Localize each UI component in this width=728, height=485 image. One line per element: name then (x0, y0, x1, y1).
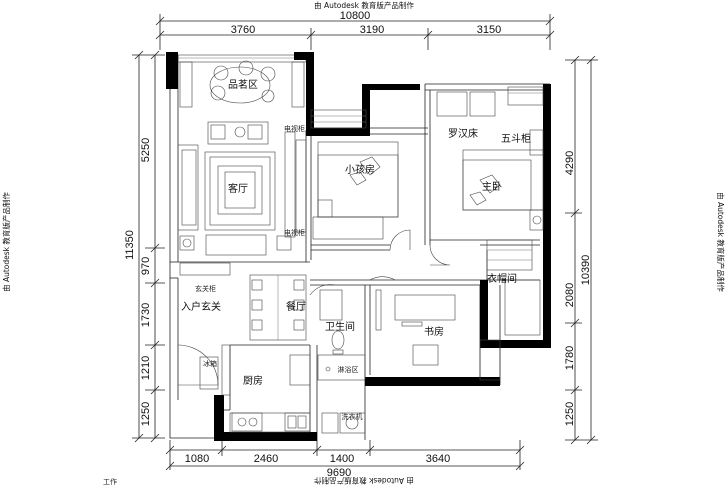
dim-left-5: 1250 (140, 402, 152, 426)
dim-bottom-2: 2460 (254, 453, 278, 465)
room-label-kitchen: 厨房 (243, 374, 263, 387)
dim-right-total: 10390 (580, 255, 592, 286)
corner-text: 工作 (103, 477, 117, 485)
master-room-furniture (429, 91, 544, 266)
dim-top-total: 10800 (340, 10, 371, 22)
dim-left-4: 1210 (140, 356, 152, 380)
dim-top-2: 3190 (360, 24, 384, 36)
study-furniture (369, 276, 456, 366)
left-dimensions: 11350 5250 970 1730 1210 1250 (124, 50, 165, 443)
watermark-bottom: 由 Autodesk 教育版产品制作 (314, 476, 414, 485)
dim-left-2: 970 (140, 257, 152, 275)
room-label-tea: 品茗区 (228, 79, 258, 91)
room-label-closet: 衣帽间 (487, 272, 517, 285)
room-label-entrance: 入户玄关 (181, 300, 221, 313)
dim-bottom-3: 1400 (330, 453, 354, 465)
right-dimensions: 4290 2080 1780 1250 10390 (564, 55, 598, 445)
dim-bottom-1: 1080 (185, 453, 209, 465)
dim-top-3: 3150 (477, 24, 501, 36)
room-label-living: 客厅 (228, 182, 248, 195)
closet-furniture (486, 239, 541, 336)
wall-outlines (169, 54, 550, 440)
watermark-top: 由 Autodesk 教育版产品制作 (314, 0, 414, 10)
entrance-dining-furniture (177, 262, 307, 396)
label-fridge: 冰箱 (203, 359, 217, 368)
watermark-left: 由 Autodesk 教育版产品制作 (1, 192, 11, 292)
label-tv-cabinet-b: 电视柜 (284, 228, 305, 237)
room-label-bathroom: 卫生间 (325, 320, 355, 333)
room-label-entry-cabinet: 玄关柜 (195, 284, 216, 293)
tea-area-furniture (179, 60, 305, 145)
label-tv-cabinet-a: 电视柜 (284, 124, 305, 133)
kitchen-fixtures (231, 354, 366, 434)
room-label-dining: 餐厅 (286, 300, 306, 313)
room-label-study: 书房 (424, 325, 444, 338)
dim-right-1: 4290 (564, 151, 576, 175)
watermark-right: 由 Autodesk 教育版产品制作 (716, 192, 726, 292)
dim-bottom-4: 3640 (426, 453, 450, 465)
top-dimensions: 10800 3760 3190 3150 (155, 10, 555, 50)
living-room-furniture (177, 131, 307, 256)
dim-right-2: 2080 (564, 283, 576, 307)
kids-room-furniture (312, 141, 411, 251)
label-washer: 洗衣机 (342, 412, 363, 421)
dim-top-1: 3760 (231, 24, 255, 36)
room-label-shower: 淋浴区 (338, 365, 359, 374)
dim-right-4: 1250 (564, 402, 576, 426)
dim-bottom-total: 9690 (327, 467, 351, 479)
room-label-kids: 小孩房 (345, 163, 375, 176)
bottom-dimensions: 1080 2460 1400 3640 9690 (165, 440, 525, 479)
dim-left-total: 11350 (124, 230, 136, 260)
dim-left-1: 5250 (140, 138, 152, 162)
dim-left-3: 1730 (140, 303, 152, 327)
room-label-chest: 五斗柜 (501, 132, 531, 145)
structural-walls (166, 52, 551, 441)
room-label-arhat: 罗汉床 (448, 127, 478, 140)
room-label-master: 主卧 (482, 180, 502, 193)
bathroom-fixtures (309, 284, 366, 381)
dim-right-3: 1780 (564, 346, 576, 370)
